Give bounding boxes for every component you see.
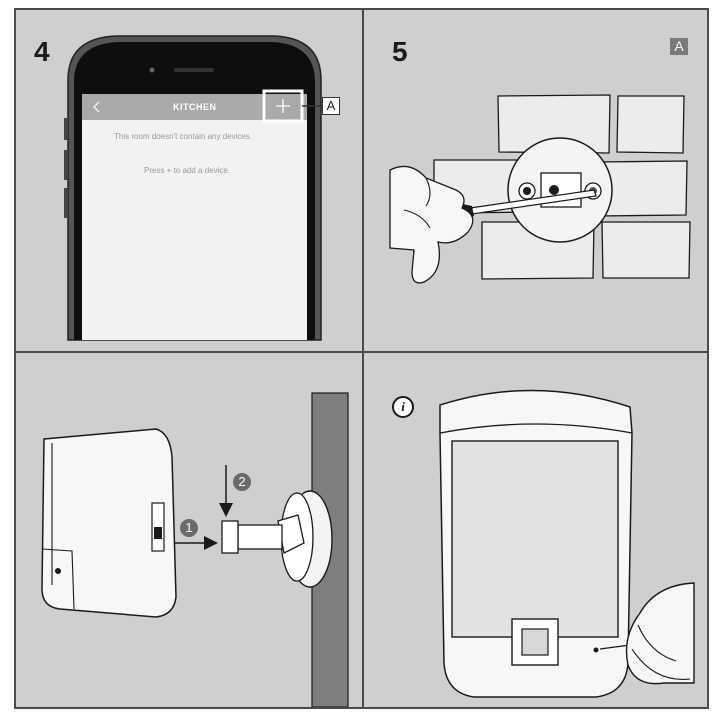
info-icon: i — [392, 396, 414, 418]
step-number-5: 5 — [392, 36, 408, 67]
plus-icon — [276, 99, 290, 113]
arrow-2-label: 2 — [233, 473, 251, 491]
panel-info: i — [364, 353, 707, 707]
instruction-grid: 4 KITCHEN This room doesn't contain any … — [14, 8, 709, 709]
phone-header-bar — [82, 94, 307, 120]
phone-illustration — [64, 35, 322, 341]
arrow-1-label: 1 — [180, 519, 198, 537]
phone-empty-message: This room doesn't contain any devices. — [114, 132, 253, 141]
callout-a: A — [322, 97, 340, 115]
panel-step-5: 5 A — [364, 10, 707, 353]
wall-mount-illustration — [389, 94, 691, 284]
bracket-attach-illustration — [41, 392, 349, 707]
phone-hint-message: Press + to add a device. — [144, 166, 231, 175]
panel-step-4: 4 KITCHEN This room doesn't contain any … — [16, 10, 364, 353]
step-number-4: 4 — [34, 36, 50, 67]
panel-step-6: B 2 1 — [16, 353, 364, 707]
chevron-left-icon — [93, 101, 100, 113]
phone-title: KITCHEN — [173, 102, 217, 112]
badge-a: A — [670, 38, 688, 55]
reset-pin-illustration — [439, 389, 695, 698]
